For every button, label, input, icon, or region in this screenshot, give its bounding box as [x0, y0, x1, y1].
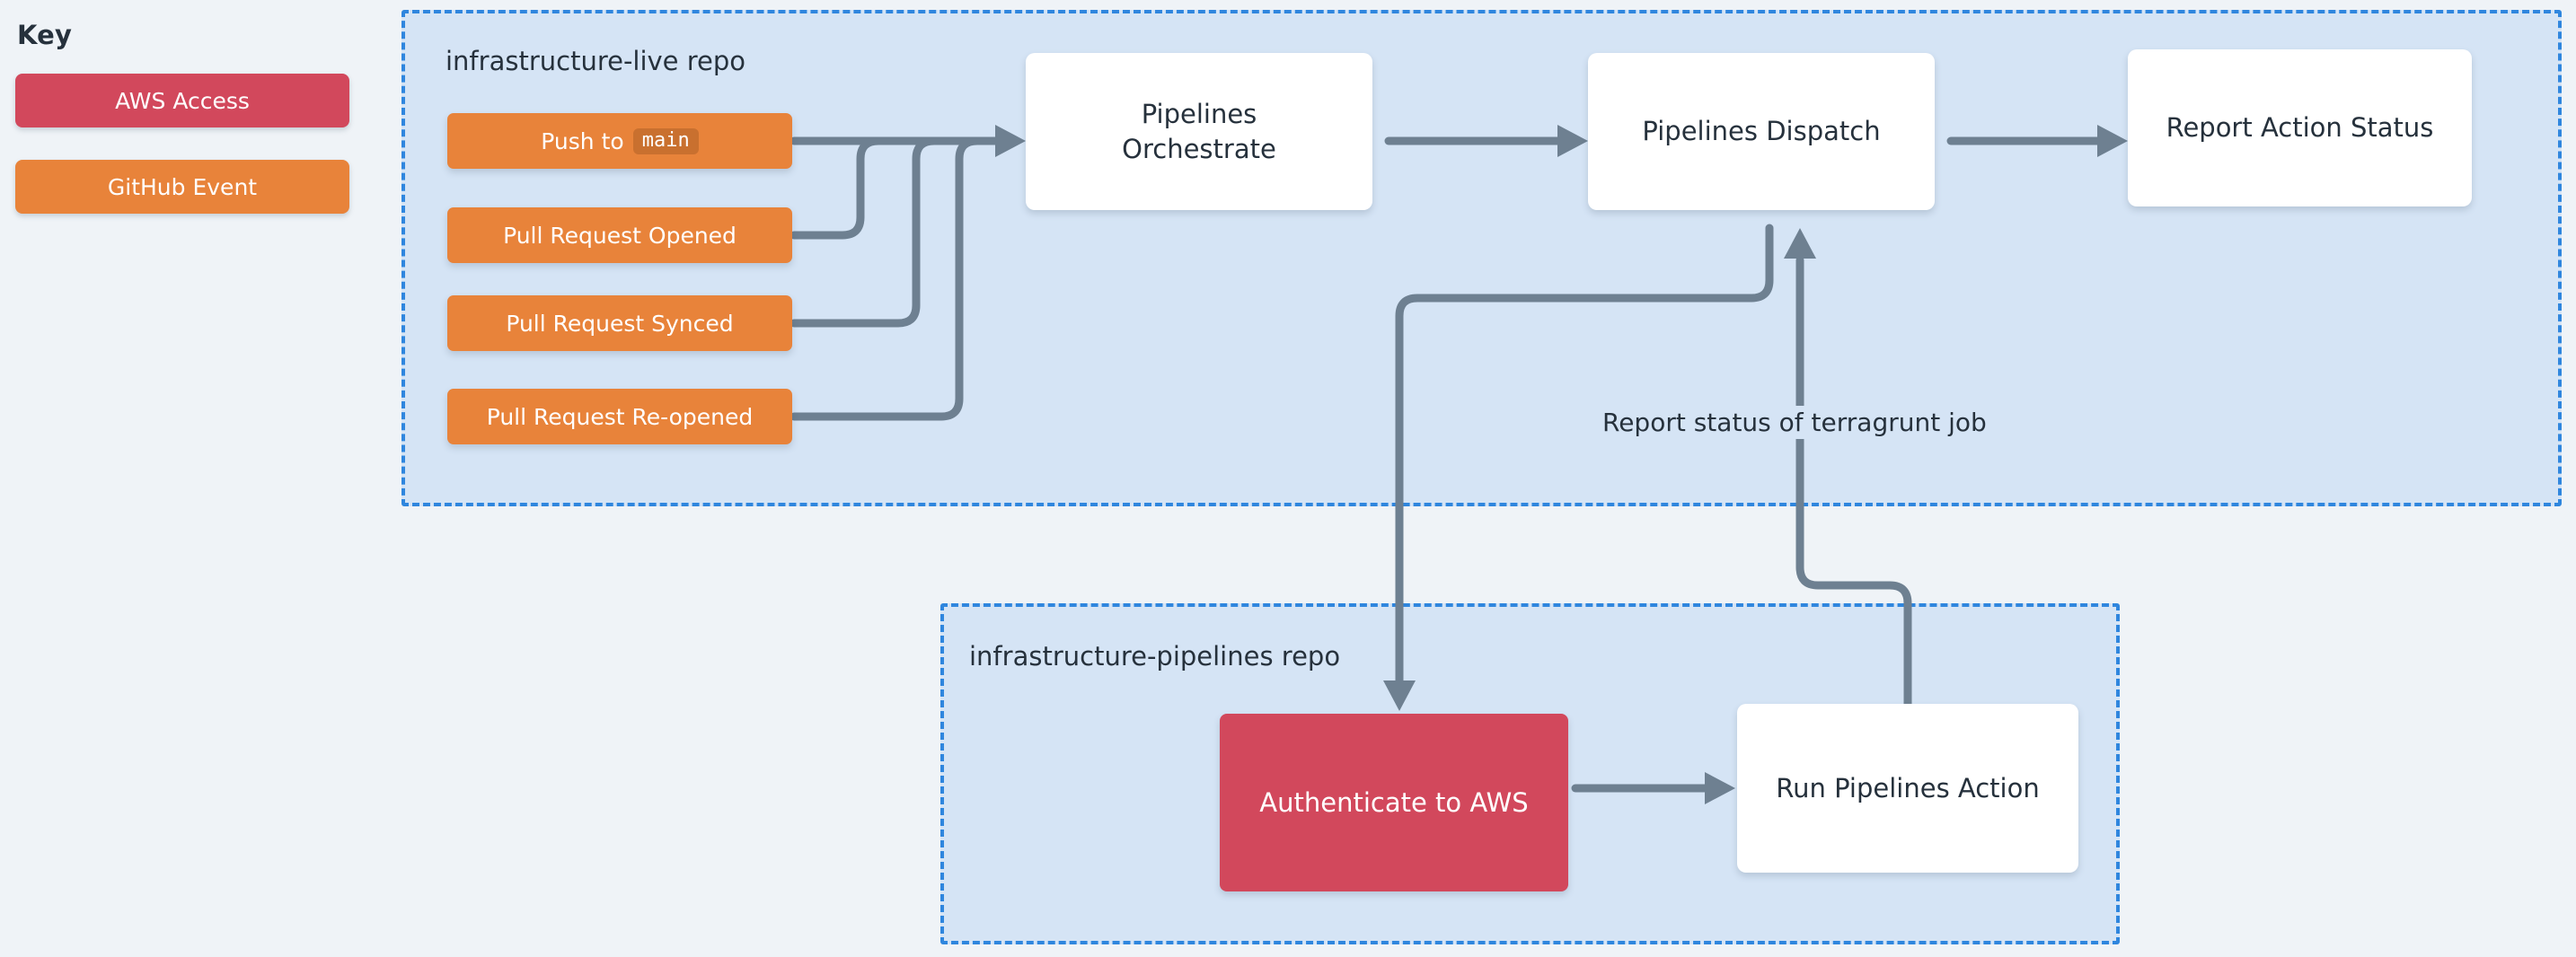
node-pull-request-reopened[interactable]: Pull Request Re-opened: [447, 389, 792, 444]
node-label-pipelines-dispatch: Pipelines Dispatch: [1642, 116, 1881, 147]
node-report-action-status[interactable]: Report Action Status: [2128, 49, 2472, 206]
node-pipelines-orchestrate[interactable]: Pipelines Orchestrate: [1026, 53, 1372, 210]
container-title-infrastructure-live: infrastructure-live repo: [446, 46, 746, 76]
node-label-pull-request-reopened: Pull Request Re-opened: [486, 403, 754, 430]
node-label-push-to-main: Push to: [541, 127, 624, 154]
node-label-pipelines-orchestrate-line2: Orchestrate: [1122, 133, 1276, 164]
container-title-infrastructure-pipelines: infrastructure-pipelines repo: [969, 641, 1341, 672]
node-label-authenticate-to-aws: Authenticate to AWS: [1259, 787, 1529, 818]
node-authenticate-to-aws[interactable]: Authenticate to AWS: [1220, 714, 1568, 891]
branch-code-badge: main: [632, 127, 699, 154]
node-push-to-main[interactable]: Push to main: [447, 113, 792, 169]
legend-label-aws-access: AWS Access: [115, 87, 250, 114]
node-label-pull-request-opened: Pull Request Opened: [503, 222, 737, 249]
key-title: Key: [17, 20, 73, 50]
legend-item-github-event: GitHub Event: [15, 160, 349, 214]
edge-label-report-status: Report status of terragrunt job: [1592, 406, 1998, 439]
node-label-pull-request-synced: Pull Request Synced: [506, 310, 734, 337]
legend-item-aws-access: AWS Access: [15, 74, 349, 127]
node-pull-request-synced[interactable]: Pull Request Synced: [447, 295, 792, 351]
node-label-report-action-status: Report Action Status: [2166, 112, 2434, 144]
node-pull-request-opened[interactable]: Pull Request Opened: [447, 207, 792, 263]
legend-label-github-event: GitHub Event: [107, 173, 258, 200]
node-label-pipelines-orchestrate-line1: Pipelines: [1141, 99, 1257, 130]
node-label-run-pipelines-action: Run Pipelines Action: [1776, 772, 2040, 803]
node-run-pipelines-action[interactable]: Run Pipelines Action: [1737, 704, 2078, 873]
node-pipelines-dispatch[interactable]: Pipelines Dispatch: [1588, 53, 1935, 210]
